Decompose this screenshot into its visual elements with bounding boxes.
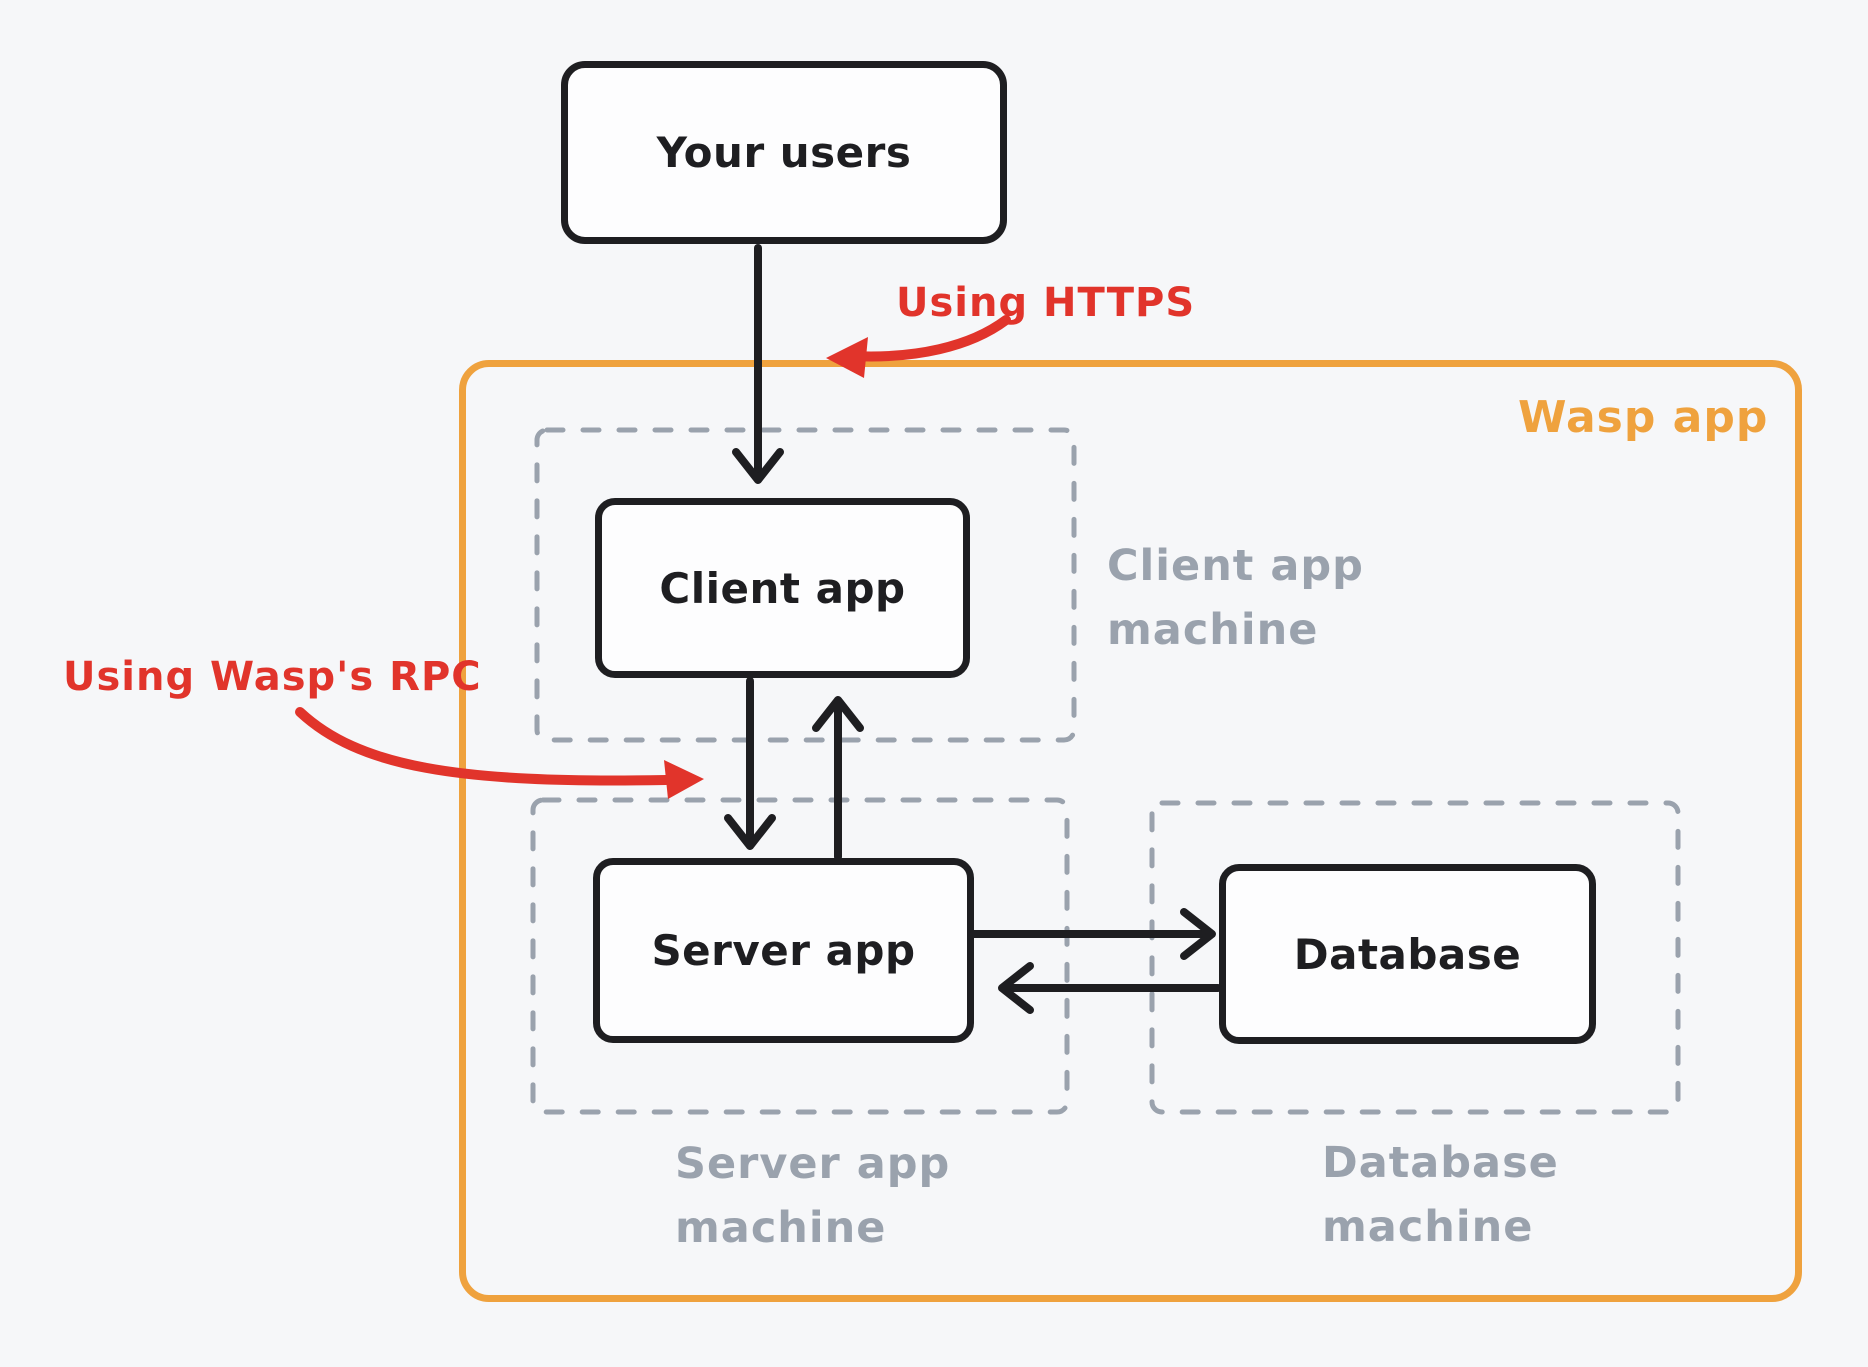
server-app-label: Server app — [651, 926, 916, 975]
your-users-node: Your users — [561, 61, 1007, 244]
database-label: Database — [1293, 929, 1522, 979]
server-machine-label-line2: machine — [675, 1203, 887, 1253]
client-machine-label: Client app machine — [1107, 534, 1364, 662]
wasp-app-container — [459, 360, 1802, 1302]
client-app-label: Client app — [659, 563, 906, 613]
client-machine-label-line1: Client app — [1107, 541, 1364, 591]
client-machine-label-line2: machine — [1107, 605, 1319, 655]
client-app-node: Client app — [595, 498, 970, 678]
server-machine-label-line1: Server app — [675, 1139, 951, 1189]
database-machine-label-line2: machine — [1322, 1202, 1534, 1252]
database-machine-label: Database machine — [1322, 1131, 1559, 1259]
database-machine-label-line1: Database — [1322, 1138, 1559, 1188]
your-users-label: Your users — [656, 128, 912, 177]
using-wasps-rpc-label: Using Wasp's RPC — [63, 654, 482, 700]
database-node: Database — [1219, 864, 1596, 1044]
server-app-node: Server app — [593, 858, 974, 1043]
wasp-app-label: Wasp app — [1518, 392, 1769, 443]
server-machine-label: Server app machine — [675, 1132, 950, 1260]
using-https-label: Using HTTPS — [896, 280, 1196, 326]
